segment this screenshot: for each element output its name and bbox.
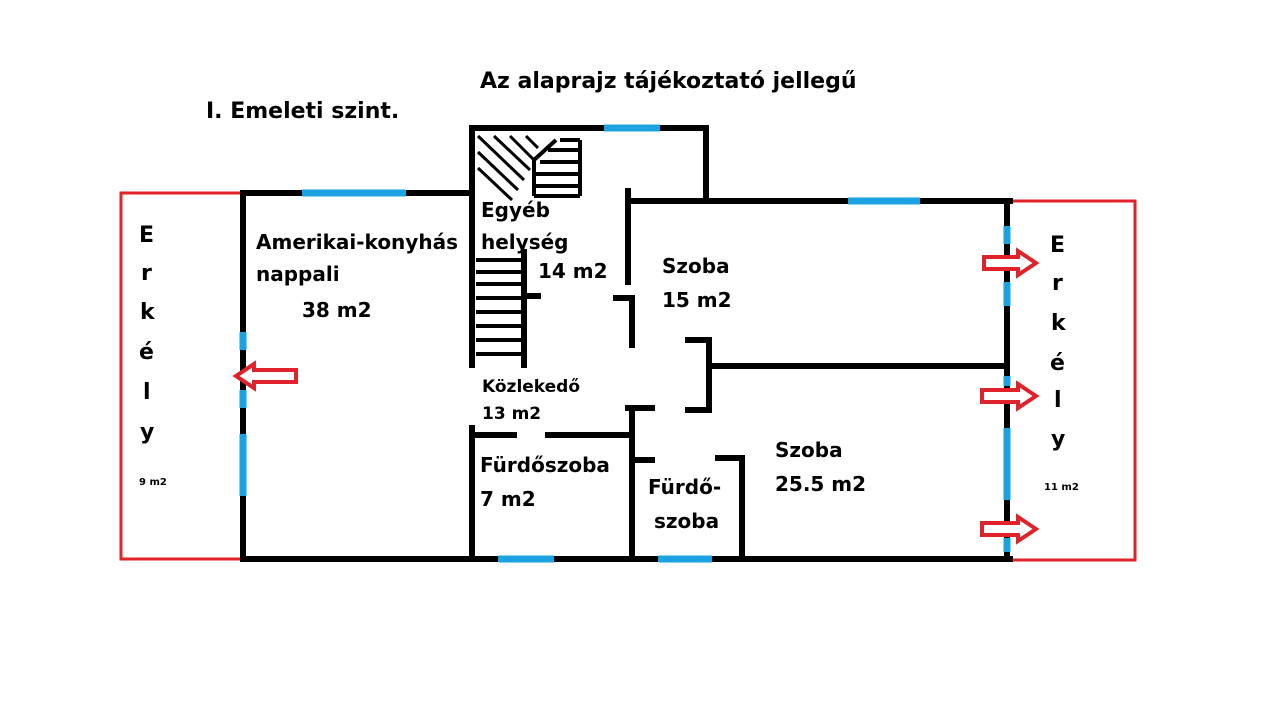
hall-area: 13 m2 (482, 404, 541, 424)
balcony-right-label: E r k é l y 11 m2 (1044, 233, 1079, 493)
balcony-right-letter: k (1051, 311, 1067, 336)
bathroom2-name: Fürdő- (648, 475, 721, 499)
living-room-name: Amerikai-konyhás (256, 230, 458, 254)
arrow-right-icon (982, 247, 1040, 279)
plan-title: Az alaprajz tájékoztató jellegű (480, 69, 856, 94)
room1-name: Szoba (662, 254, 730, 278)
balcony-left-letter: k (140, 300, 156, 325)
room2-name: Szoba (775, 438, 843, 462)
room2-area: 25.5 m2 (775, 472, 866, 496)
balcony-right-letter: r (1052, 271, 1063, 296)
balcony-right-letter: E (1050, 233, 1065, 258)
room-labels: Amerikai-konyhás nappali 38 m2 Egyéb hel… (256, 198, 866, 533)
level-label: I. Emeleti szint. (206, 99, 399, 124)
balcony-left-letter: y (140, 420, 154, 445)
balcony-outlines (119, 191, 1137, 562)
balcony-left-area: 9 m2 (139, 477, 167, 488)
balcony-left-letter: E (139, 223, 154, 248)
bathroom1-area: 7 m2 (480, 487, 536, 511)
arrow-right-icon (980, 513, 1040, 545)
balcony-left-letter: l (143, 380, 151, 405)
staircase (476, 134, 582, 356)
balcony-right-letter: l (1054, 388, 1062, 413)
arrow-right-icon (980, 380, 1040, 412)
balcony-left-outline (119, 191, 243, 561)
arrow-left-icon (232, 360, 298, 392)
balcony-left-label: E r k é l y 9 m2 (139, 223, 167, 488)
room1-area: 15 m2 (662, 288, 732, 312)
balcony-right-letter: y (1051, 427, 1065, 452)
bathroom2-name-2: szoba (654, 509, 719, 533)
other-room-name: Egyéb (481, 198, 550, 222)
balcony-right-area: 11 m2 (1044, 482, 1079, 493)
other-room-area: 14 m2 (538, 259, 608, 283)
windows (239, 124, 1011, 563)
balcony-right-letter: é (1050, 351, 1065, 376)
bathroom1-name: Fürdőszoba (480, 453, 610, 477)
living-room-area: 38 m2 (302, 298, 372, 322)
balcony-exit-arrows (232, 247, 1040, 545)
balcony-left-letter: é (139, 340, 154, 365)
hall-name: Közlekedő (482, 377, 580, 397)
other-room-name-2: helység (481, 230, 568, 254)
balcony-left-letter: r (141, 261, 152, 286)
living-room-name-2: nappali (256, 262, 340, 286)
balcony-right-outline (1010, 199, 1137, 562)
